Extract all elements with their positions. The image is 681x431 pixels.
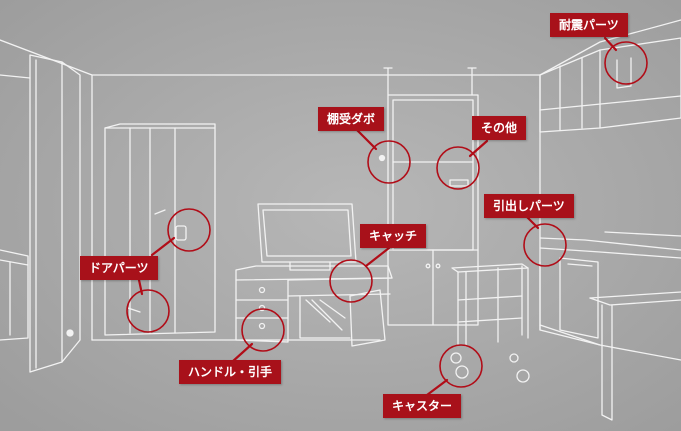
catch-highlight — [329, 259, 373, 303]
caster-highlight — [439, 344, 483, 388]
catch-label[interactable]: キャッチ — [360, 224, 427, 248]
door-parts-label[interactable]: ドアパーツ — [80, 256, 158, 280]
seismic-part-highlight — [604, 41, 648, 85]
leader-line-catch — [364, 246, 391, 268]
drawer-part-highlight — [523, 223, 567, 267]
shelf-dowel-label[interactable]: 棚受ダボ — [318, 107, 385, 131]
handle-highlight — [241, 308, 285, 352]
leader-line-door-stopper — [137, 278, 144, 296]
leader-line-door-hinge — [150, 236, 176, 257]
other-part-highlight — [436, 146, 480, 190]
door-stopper-highlight — [126, 289, 170, 333]
leader-line-handle — [230, 342, 254, 364]
leader-line-caster — [425, 378, 449, 397]
handle-pull-label[interactable]: ハンドル・引手 — [179, 360, 282, 384]
caster-label[interactable]: キャスター — [383, 394, 462, 418]
door-hinge-highlight — [167, 208, 211, 252]
leader-line-seismic — [603, 36, 618, 52]
shelf-dowel-highlight — [367, 140, 411, 184]
other-parts-label[interactable]: その他 — [472, 116, 527, 140]
leader-line-drawer — [525, 215, 540, 230]
seismic-parts-label[interactable]: 耐震パーツ — [550, 13, 628, 37]
leader-line-other — [468, 139, 489, 158]
drawer-parts-label[interactable]: 引出しパーツ — [484, 194, 574, 218]
